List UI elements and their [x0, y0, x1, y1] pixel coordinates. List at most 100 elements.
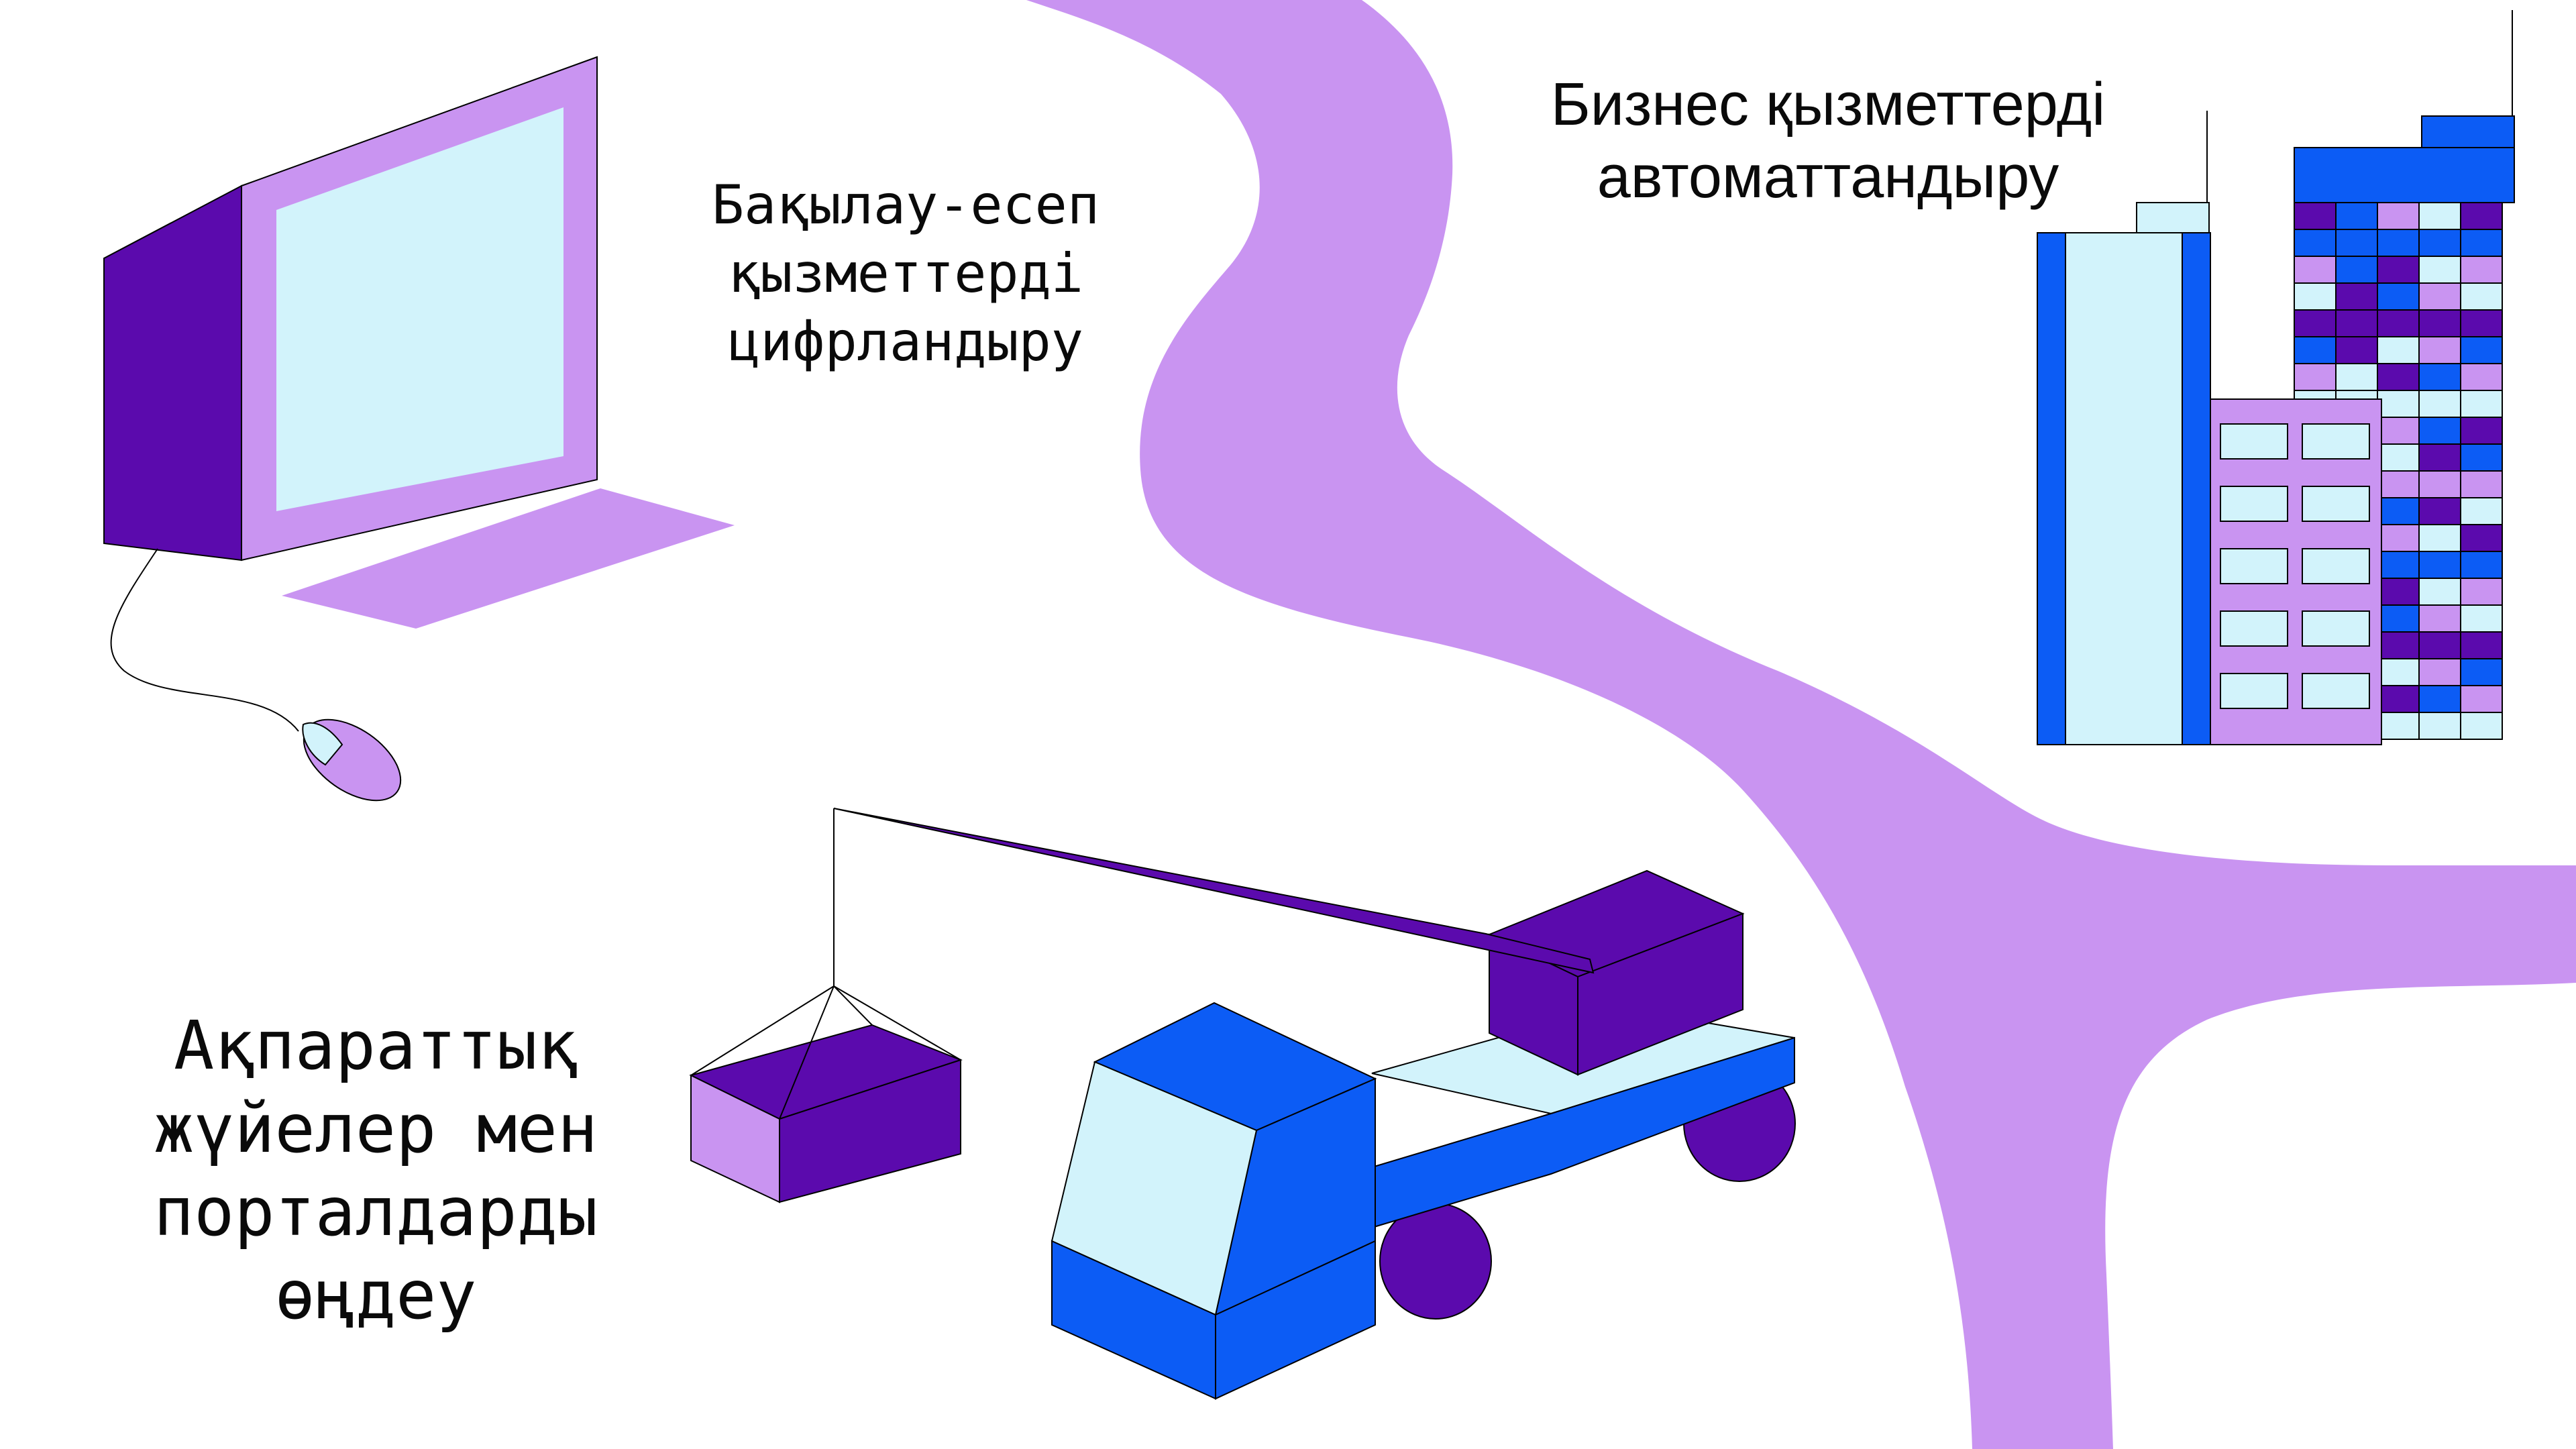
building-window: [2220, 548, 2288, 584]
building-window: [2302, 610, 2370, 647]
building-window: [2294, 282, 2337, 311]
building-window: [2460, 631, 2503, 659]
building-window: [2377, 551, 2420, 579]
building-window: [2418, 551, 2461, 579]
building-window: [2377, 524, 2420, 552]
building-window: [2460, 390, 2503, 418]
building-window: [2294, 229, 2337, 257]
office-buildings-icon: [2037, 10, 2515, 745]
building-window: [2377, 202, 2420, 230]
building-window: [2460, 524, 2503, 552]
cargo-side: [779, 1059, 961, 1203]
building-window: [2220, 610, 2288, 647]
building-window: [2418, 497, 2461, 525]
building-window: [2377, 417, 2420, 445]
caption-accounting-line-3: цифрландыру: [728, 311, 1083, 373]
building-window: [2418, 578, 2461, 606]
river-shape: [1026, 0, 2576, 1449]
cargo-box-icon: [689, 808, 963, 1203]
caption-systems: Ақпараттық жүйелер мен порталдарды өңдеу: [107, 1004, 644, 1337]
building-window: [2377, 631, 2420, 659]
building-window: [2377, 712, 2420, 740]
building-window: [2460, 685, 2503, 713]
caption-systems-line-3: порталдарды: [153, 1173, 598, 1251]
computer-monitor-icon: [103, 56, 598, 561]
caption-systems-line-2: жүйелер мен: [153, 1089, 598, 1168]
building-window: [2418, 202, 2461, 230]
building-window: [2302, 486, 2370, 522]
building-window: [2294, 309, 2337, 337]
building-window: [2418, 417, 2461, 445]
building-window: [2335, 202, 2378, 230]
building-window: [2418, 363, 2461, 391]
building-window: [2460, 551, 2503, 579]
building-window: [2418, 685, 2461, 713]
building-window: [2377, 497, 2420, 525]
building-window: [2418, 524, 2461, 552]
building-window: [2460, 256, 2503, 284]
caption-business-line-1: Бизнес қызметтерді: [1550, 71, 2106, 138]
caption-accounting-line-2: қызметтерді: [728, 242, 1083, 305]
building-window: [2460, 470, 2503, 498]
building-window: [2377, 363, 2420, 391]
building-window: [2418, 256, 2461, 284]
building-window: [2418, 390, 2461, 418]
building-left: [2037, 202, 2211, 745]
building-window: [2377, 443, 2420, 472]
building-window: [2377, 658, 2420, 686]
building-window: [2335, 363, 2378, 391]
building-window: [2335, 336, 2378, 364]
building-window: [2418, 443, 2461, 472]
caption-accounting-line-1: Бақылау-есеп: [712, 174, 1099, 236]
monitor-back: [103, 184, 242, 561]
building-window: [2460, 282, 2503, 311]
building-window: [2335, 229, 2378, 257]
building-window: [2460, 604, 2503, 633]
building-window: [2460, 712, 2503, 740]
building-window: [2460, 443, 2503, 472]
building-window: [2460, 202, 2503, 230]
building-window: [2418, 309, 2461, 337]
building-window: [2377, 578, 2420, 606]
building-window: [2377, 470, 2420, 498]
caption-business: Бизнес қызметтерді автоматтандыру: [1503, 68, 2153, 213]
building-window: [2418, 470, 2461, 498]
building-window: [2460, 336, 2503, 364]
monitor-screen: [276, 107, 564, 511]
building-window: [2377, 282, 2420, 311]
building-window: [2418, 712, 2461, 740]
building-window: [2460, 658, 2503, 686]
building-window: [2335, 282, 2378, 311]
building-window: [2460, 497, 2503, 525]
caption-business-line-2: автоматтандыру: [1597, 144, 2059, 211]
building-window: [2220, 486, 2288, 522]
building-window: [2377, 685, 2420, 713]
keyboard-icon: [282, 488, 735, 629]
building-window: [2418, 336, 2461, 364]
building-window: [2377, 336, 2420, 364]
building-window: [2460, 417, 2503, 445]
building-window: [2294, 256, 2337, 284]
building-window: [2377, 256, 2420, 284]
caption-systems-line-1: Ақпараттық: [173, 1006, 578, 1085]
cargo-ropes: [690, 985, 961, 1120]
cab-side-lower: [1215, 1240, 1376, 1400]
building-window: [2220, 673, 2288, 709]
building-window: [2418, 282, 2461, 311]
building-window: [2460, 229, 2503, 257]
building-window: [2418, 631, 2461, 659]
mouse-cable: [110, 548, 299, 732]
building-window: [2377, 390, 2420, 418]
building-window: [2294, 336, 2337, 364]
building-window: [2294, 202, 2337, 230]
building-window: [2377, 604, 2420, 633]
caption-accounting: Бақылау-есеп қызметтерді цифрландыру: [671, 171, 1140, 376]
building-window: [2335, 309, 2378, 337]
building-window: [2460, 309, 2503, 337]
crane-box-side: [1577, 912, 1743, 1076]
building-window: [2220, 423, 2288, 460]
building-window: [2460, 578, 2503, 606]
crane-arm: [833, 808, 1595, 974]
